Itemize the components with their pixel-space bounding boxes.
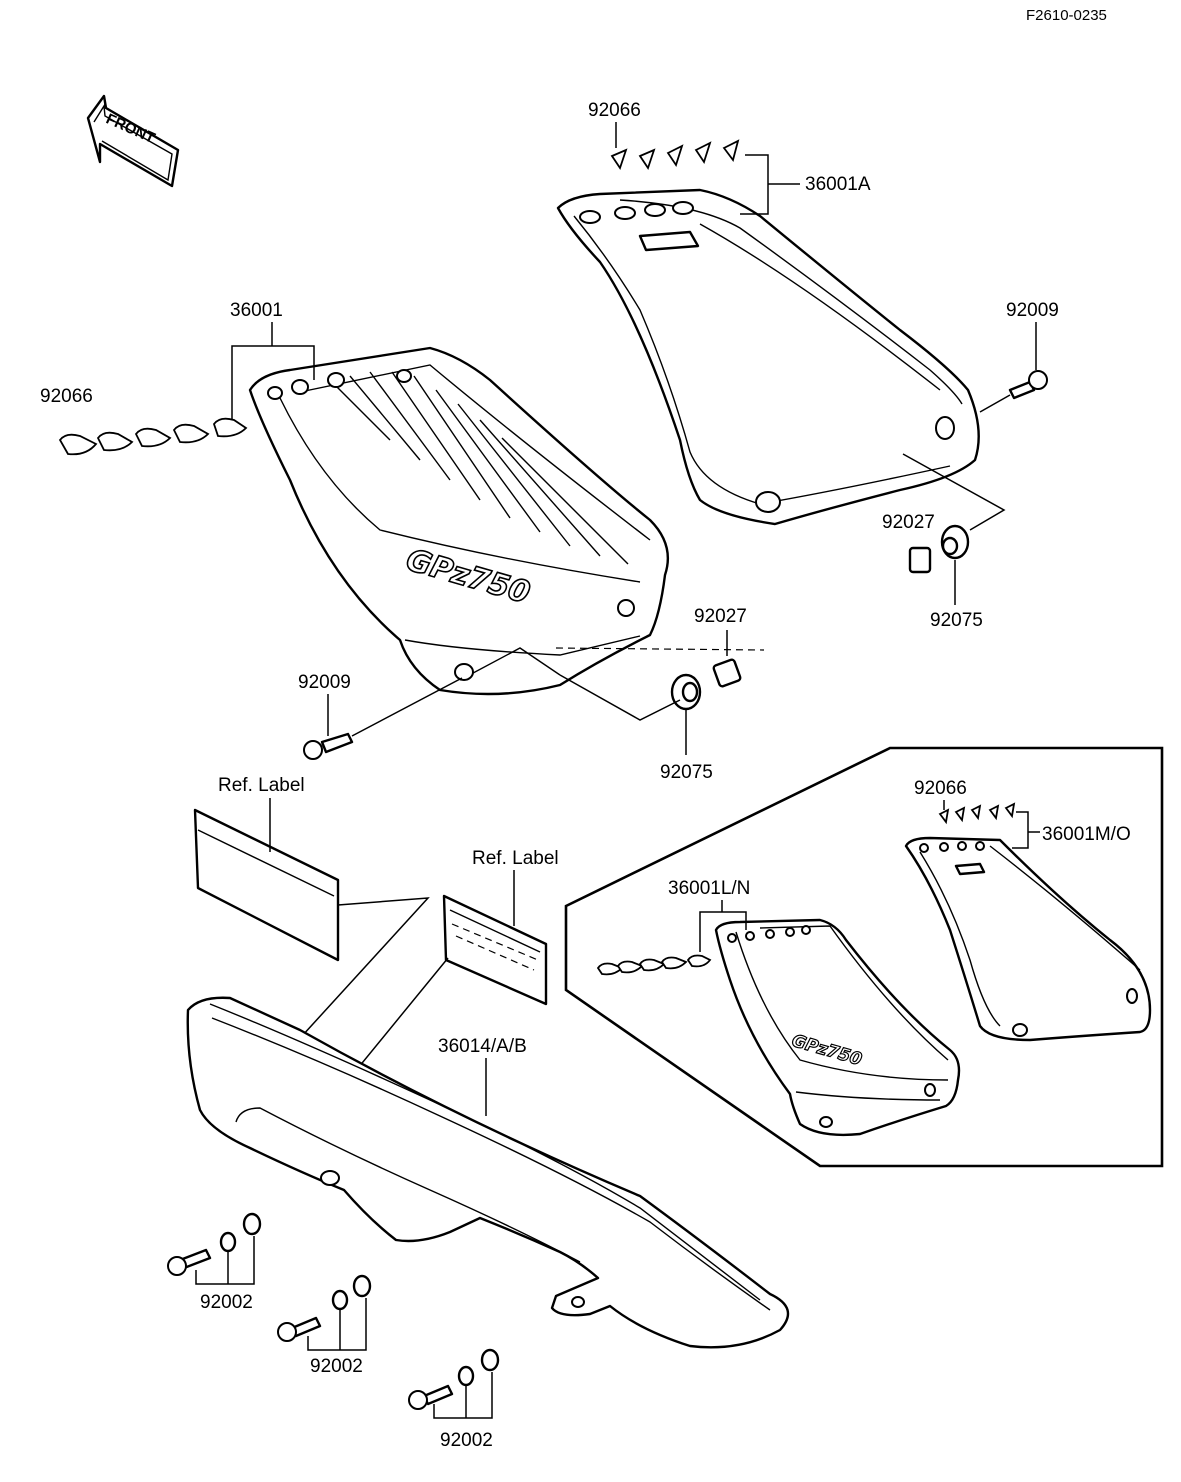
- label-cover-inset-right: 36001M/O: [1042, 824, 1131, 845]
- ref-label-left-part: [193, 808, 340, 962]
- clips-left: [58, 417, 248, 456]
- doc-code: F2610-0235: [1026, 7, 1107, 24]
- label-ref-right: Ref. Label: [472, 848, 559, 869]
- label-bolt-right: 92009: [1006, 300, 1059, 321]
- front-arrow: FRONT: [86, 94, 180, 188]
- stripe-hatch: [329, 371, 629, 565]
- label-spacer-right: 92027: [882, 512, 935, 533]
- label-clip-left: 92066: [40, 386, 93, 407]
- side-cover-left: GPz750: [248, 346, 670, 696]
- label-chain-guard: 36014/A/B: [438, 1036, 527, 1057]
- clips-top: [610, 139, 740, 171]
- bolt-c: [408, 1348, 500, 1410]
- label-cover-right-top: 36001A: [805, 174, 871, 195]
- spacer-mid: [712, 658, 742, 688]
- ref-label-right-part: [442, 894, 548, 1006]
- side-cover-right: [556, 188, 980, 526]
- label-bolt-c: 92002: [440, 1430, 493, 1451]
- side-cover-inset-left: GPz750: [714, 918, 961, 1137]
- label-ref-left: Ref. Label: [218, 775, 305, 796]
- bolt-left: [303, 732, 354, 760]
- grommet-right: [940, 524, 970, 560]
- label-grommet-right: 92075: [930, 610, 983, 631]
- label-grommet-mid: 92075: [660, 762, 713, 783]
- bolt-right: [1008, 370, 1048, 400]
- inset-border: [564, 746, 1164, 1168]
- label-spacer-mid: 92027: [694, 606, 747, 627]
- label-bolt-b: 92002: [310, 1356, 363, 1377]
- label-bolt-left: 92009: [298, 672, 351, 693]
- side-cover-inset-right: [904, 836, 1152, 1042]
- clips-inset-left: [596, 954, 712, 976]
- label-bolt-a: 92002: [200, 1292, 253, 1313]
- grommet-mid: [670, 673, 702, 711]
- clips-inset: [938, 802, 1016, 825]
- label-cover-inset-left: 36001L/N: [668, 878, 750, 899]
- spacer-right: [908, 546, 932, 574]
- chain-guard: [186, 996, 790, 1349]
- label-clip-inset: 92066: [914, 778, 967, 799]
- label-cover-left: 36001: [230, 300, 283, 321]
- label-clip-top: 92066: [588, 100, 641, 121]
- bolt-b: [277, 1274, 372, 1342]
- bolt-a: [167, 1212, 262, 1276]
